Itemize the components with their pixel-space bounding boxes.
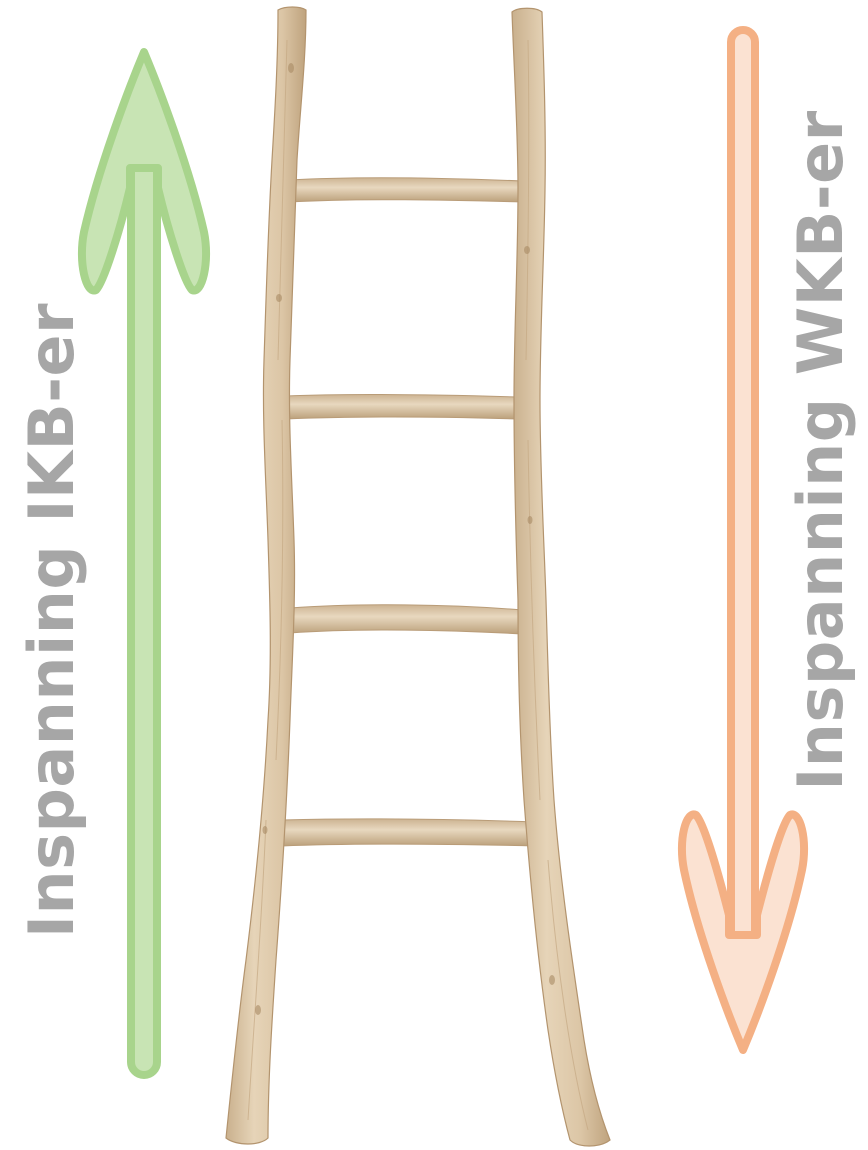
ladder-left-rail — [225, 6, 307, 1145]
arrow-down-shaft — [727, 26, 759, 984]
left-label-container: Inspanning IKB-er — [0, 300, 104, 940]
ladder-right-rail — [511, 7, 611, 1147]
arrow-down-icon — [677, 26, 809, 1054]
ladder-rungs — [281, 177, 537, 847]
ladder-rung — [281, 818, 537, 847]
arrow-up-head — [77, 48, 211, 295]
ladder-wood-grain — [247, 39, 589, 1131]
ladder-rung — [285, 393, 519, 420]
arrow-up-icon — [77, 48, 211, 1079]
label-inspanning-wkb: Inspanning WKB-er — [783, 109, 857, 791]
arrow-down-head — [677, 810, 809, 1054]
label-inspanning-ikb: Inspanning IKB-er — [15, 302, 89, 938]
right-label-container: Inspanning WKB-er — [768, 109, 868, 791]
ladder-knots — [255, 63, 555, 1015]
wooden-ladder — [225, 6, 611, 1147]
arrow-up-shaft — [127, 116, 161, 1079]
ladder-rung — [289, 604, 523, 635]
ladder-rung — [288, 177, 523, 203]
